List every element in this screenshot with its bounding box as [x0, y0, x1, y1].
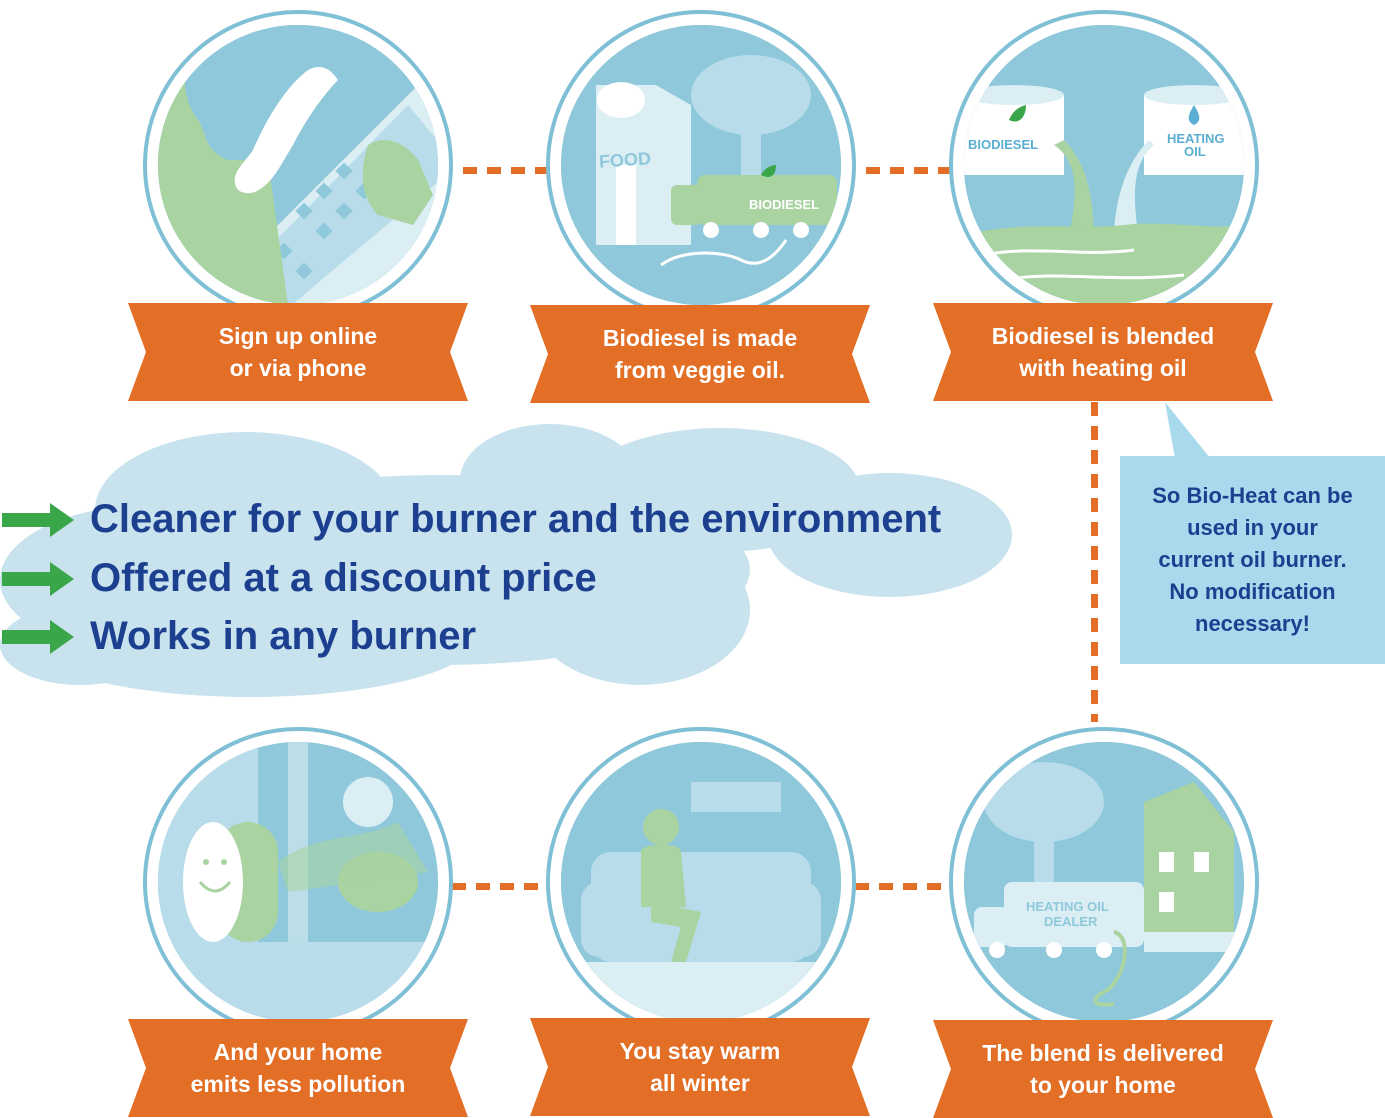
cloud-shape: [0, 424, 1012, 697]
smiling-heater-illustration: [158, 742, 438, 1022]
step-delivered-medallion: HEATING OIL DEALER: [949, 727, 1259, 1037]
green-arrow-icon: [2, 619, 74, 654]
biodiesel-truck-label: BIODIESEL: [749, 197, 820, 212]
benefit-text: Cleaner for your burner and the environm…: [90, 497, 942, 541]
step-made-text-1: Biodiesel is made: [602, 325, 798, 351]
step-pollution-text-2: emits less pollution: [190, 1071, 406, 1097]
step-made-text-2: from veggie oil.: [615, 357, 785, 383]
callout-box: So Bio-Heat can be used in your current …: [1120, 456, 1385, 664]
connector-6-5: [452, 883, 552, 890]
blending-tanks-illustration: [964, 25, 1244, 305]
step-warm-banner: You stay warm all winter: [530, 1018, 870, 1116]
step-warm-text-1: You stay warm: [619, 1038, 781, 1064]
step-blended-medallion: BIODIESEL HEATING OIL: [949, 10, 1259, 320]
step-pollution-medallion: [143, 727, 453, 1037]
step-signup-text-1: Sign up online: [218, 323, 378, 349]
step-made-medallion: FOOD BIODIESEL: [546, 10, 856, 320]
step-blended-text-2: with heating oil: [1019, 355, 1187, 381]
callout-line-1: So Bio-Heat can be: [1152, 483, 1353, 508]
dealer-truck-label-1: HEATING OIL: [1026, 899, 1109, 914]
benefit-text: Works in any burner: [90, 614, 477, 658]
step-blended-text-1: Biodiesel is blended: [991, 323, 1215, 349]
callout-line-4: No modification: [1169, 579, 1336, 604]
green-arrow-icon: [2, 502, 74, 537]
callout-line-3: current oil burner.: [1158, 547, 1347, 572]
step-made-banner: Biodiesel is made from veggie oil.: [530, 305, 870, 403]
callout-line-2: used in your: [1187, 515, 1318, 540]
green-arrow-icon: [2, 561, 74, 596]
step-warm-medallion: [546, 727, 856, 1037]
step-warm-text-2: all winter: [650, 1070, 750, 1096]
food-building-label: FOOD: [598, 148, 652, 172]
dealer-truck-house-illustration: [964, 742, 1244, 1022]
step-delivered-text-2: to your home: [1030, 1072, 1176, 1098]
tank-left-label: BIODIESEL: [968, 137, 1039, 152]
step-pollution-text-1: And your home: [213, 1039, 383, 1065]
connector-5-4: [855, 883, 955, 890]
step-signup-banner: Sign up online or via phone: [128, 303, 468, 401]
benefit-text: Offered at a discount price: [90, 556, 597, 600]
step-signup-medallion: [143, 10, 453, 320]
food-factory-truck-illustration: [561, 25, 841, 305]
callout-pointer: [1165, 402, 1210, 458]
step-delivered-banner: The blend is delivered to your home: [933, 1020, 1273, 1118]
phone-keyboard-illustration: [158, 25, 438, 305]
dealer-truck-label-2: DEALER: [1044, 914, 1098, 929]
connector-3-4: [1091, 402, 1098, 722]
tank-right-label-1: HEATING: [1167, 131, 1225, 146]
step-blended-banner: Biodiesel is blended with heating oil: [933, 303, 1273, 401]
step-delivered-text-1: The blend is delivered: [982, 1040, 1224, 1066]
person-on-couch-illustration: [561, 742, 841, 1022]
connector-1-2: [463, 167, 555, 174]
callout-line-5: necessary!: [1195, 611, 1310, 636]
step-signup-text-2: or via phone: [229, 355, 367, 381]
connector-2-3: [866, 167, 956, 174]
tank-right-label-2: OIL: [1184, 144, 1206, 159]
step-pollution-banner: And your home emits less pollution: [128, 1019, 468, 1117]
benefit-item-discount: Offered at a discount price: [0, 556, 597, 601]
benefit-item-cleaner: Cleaner for your burner and the environm…: [0, 497, 941, 542]
benefit-item-any-burner: Works in any burner: [0, 614, 476, 659]
